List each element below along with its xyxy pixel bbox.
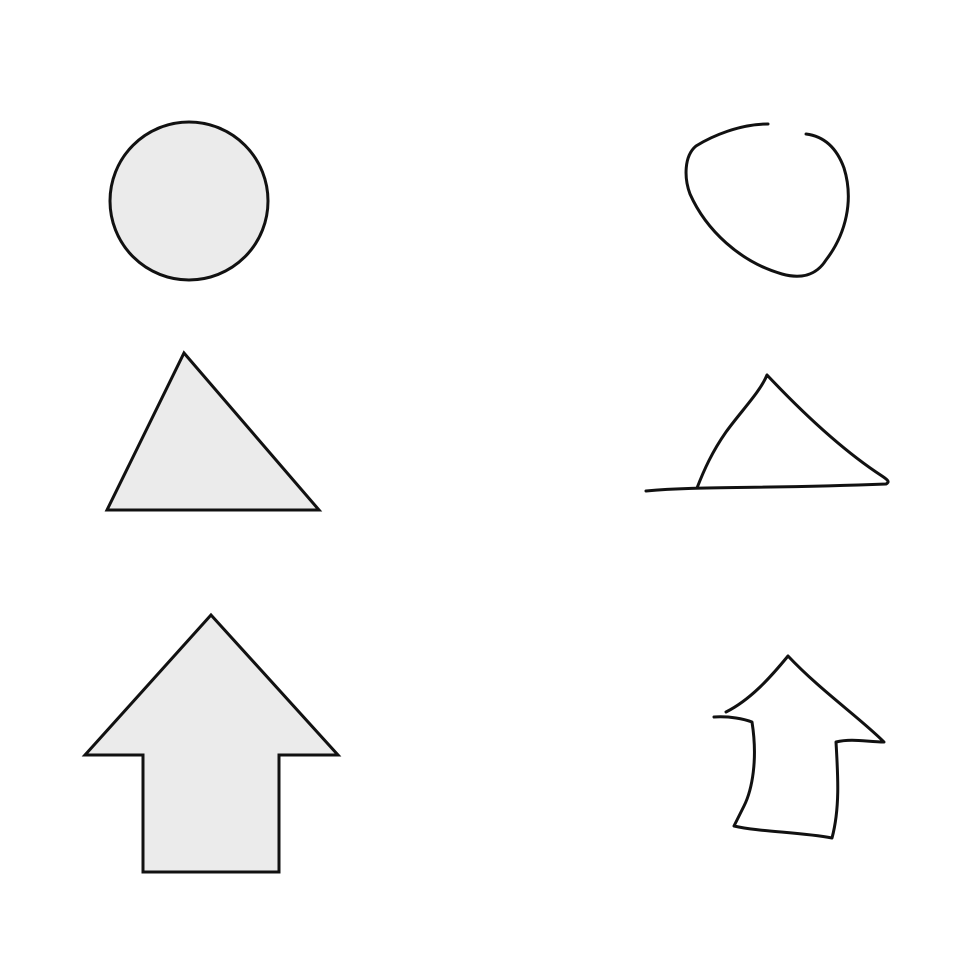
sketched-triangle-shape — [644, 373, 890, 493]
sketched-up-arrow-shape — [712, 654, 886, 840]
sketched-circle-shape — [684, 122, 850, 278]
filled-circle-shape — [108, 120, 270, 282]
filled-triangle-shape — [104, 350, 323, 512]
filled-up-arrow-shape — [81, 612, 342, 874]
filled-shapes-column — [81, 120, 342, 874]
sketched-shapes-column — [644, 122, 890, 840]
